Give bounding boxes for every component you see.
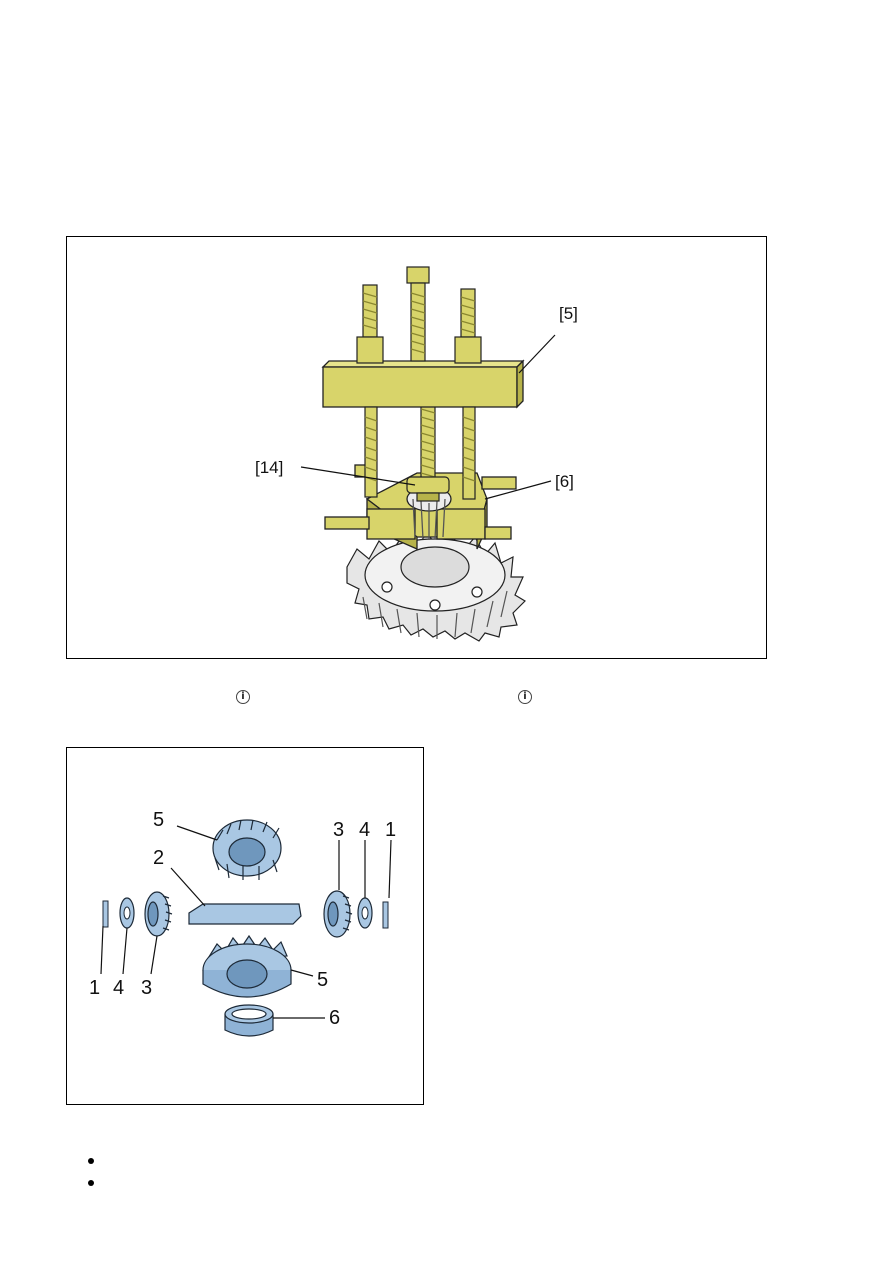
leader-line-5 — [518, 334, 556, 374]
side-gear-top — [212, 819, 282, 880]
callout-6: [6] — [555, 472, 574, 491]
label-ring: 6 — [329, 1007, 340, 1029]
puller-crossbar — [321, 359, 525, 409]
callout-14: [14] — [255, 458, 283, 477]
figure-differential-exploded: 5 2 3 4 1 1 4 3 5 6 — [66, 747, 424, 1105]
label-top-gear: 5 — [153, 809, 164, 831]
leader-line-6 — [484, 480, 552, 500]
label-right-pin: 1 — [385, 819, 396, 841]
right-pinion — [323, 890, 353, 938]
right-pin — [382, 901, 389, 929]
differential-gear — [346, 532, 526, 642]
bullet-dot — [88, 1158, 94, 1164]
figure-puller-assembly: [5] [14] [6] — [66, 236, 767, 659]
leader-lines — [100, 825, 392, 1019]
info-icon[interactable]: i — [518, 690, 532, 704]
bullet-dot — [88, 1180, 94, 1186]
label-left-pin: 1 — [89, 977, 100, 999]
side-gear-bottom — [202, 934, 292, 998]
puller-spindle — [406, 386, 450, 502]
label-right-washer: 4 — [359, 819, 370, 841]
info-icon[interactable]: i — [236, 690, 250, 704]
leader-line-14 — [300, 466, 416, 486]
label-shaft: 2 — [153, 847, 164, 869]
puller-illustration: [5] [14] [6] — [255, 266, 578, 642]
differential-shaft — [188, 903, 302, 925]
label-right-pinion: 3 — [333, 819, 344, 841]
label-bottom-gear: 5 — [317, 969, 328, 991]
spindle-top — [406, 266, 430, 362]
exploded-view-illustration: 5 2 3 4 1 1 4 3 5 6 — [89, 809, 396, 1037]
label-left-washer: 4 — [113, 977, 124, 999]
left-pinion — [144, 891, 173, 937]
label-left-pinion: 3 — [141, 977, 152, 999]
right-rod — [454, 288, 482, 500]
ring — [224, 1004, 274, 1037]
callout-5: [5] — [559, 304, 578, 323]
left-pin — [102, 900, 109, 928]
left-rod — [356, 284, 384, 498]
